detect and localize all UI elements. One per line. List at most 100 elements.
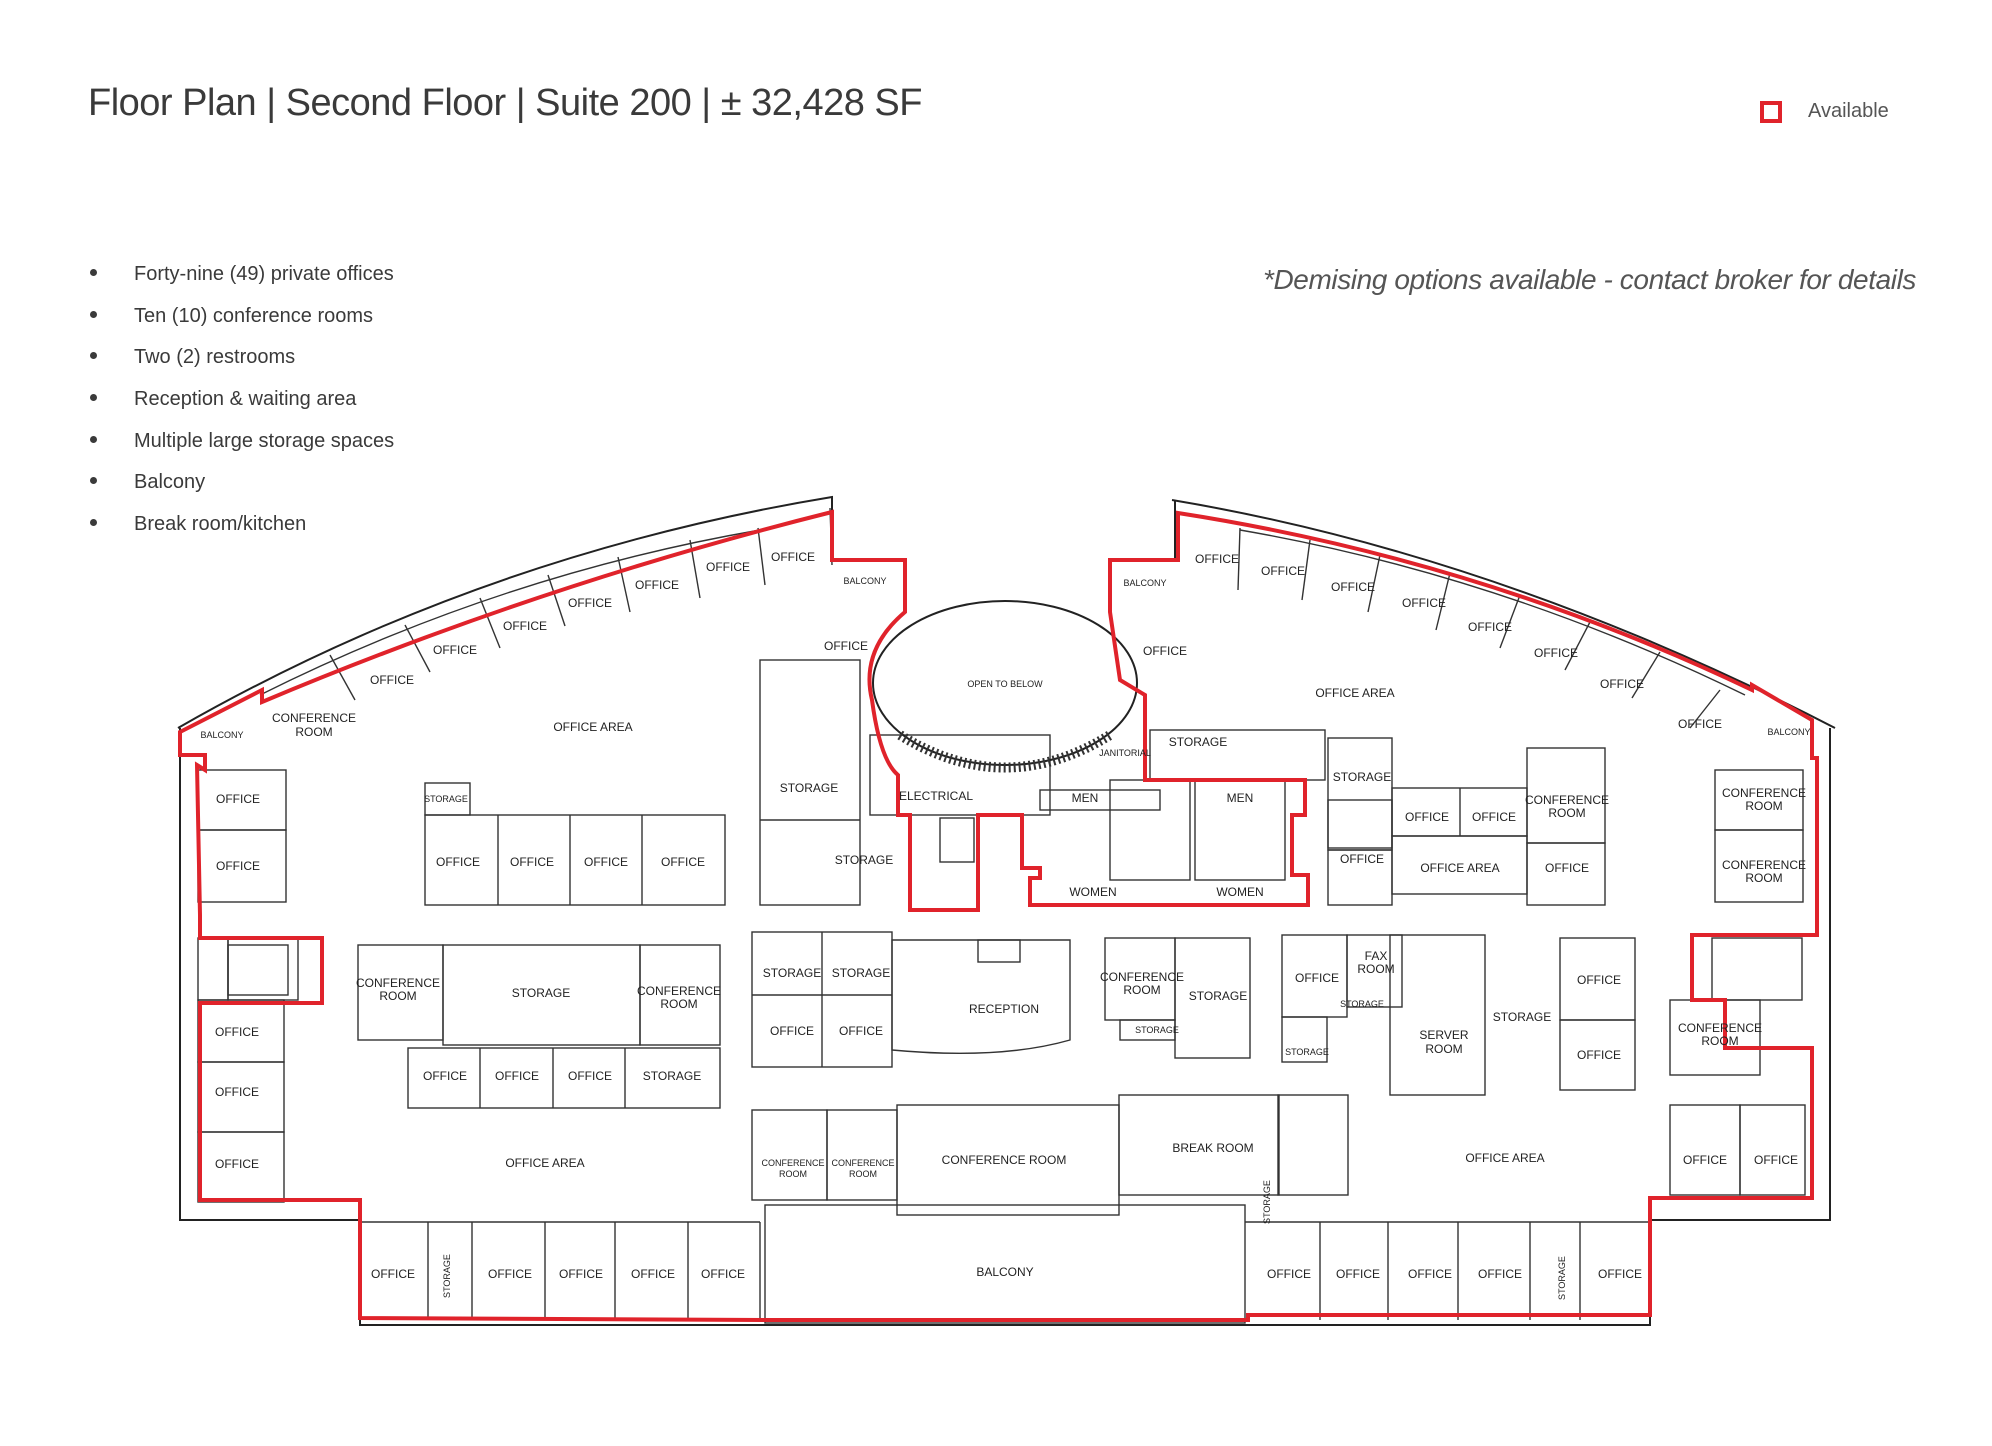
interior-walls [197,507,1806,1324]
room-label: CONFERENCE [1100,970,1184,984]
room-label: OFFICE [1754,1153,1798,1167]
room-label: OFFICE [1331,580,1375,594]
legend: Available [1760,100,1889,123]
room-label: OFFICE [423,1069,467,1083]
room-label: OFFICE [1468,620,1512,634]
room-label: BALCONY [1767,727,1810,737]
room-label: STORAGE [832,966,890,980]
room-label: OFFICE [1195,552,1239,566]
room-label: OFFICE [1261,564,1305,578]
room-label: BALCONY [843,576,886,586]
room-label: ROOM [1425,1042,1462,1056]
room-label: CONFERENCE [356,976,440,990]
room-label: OFFICE [436,855,480,869]
room-label: ROOM [1357,962,1394,976]
room-label: CONFERENCE [831,1158,894,1168]
room-label: OFFICE [701,1267,745,1281]
room-label: ROOM [379,989,416,1003]
room-label: OFFICE [1683,1153,1727,1167]
bullet-icon [90,477,97,485]
room-label: WOMEN [1069,885,1116,899]
room-label: OFFICE [488,1267,532,1281]
available-swatch [1760,100,1782,123]
feature-text: Reception & waiting area [134,388,357,411]
room-label: STORAGE [1262,1180,1272,1224]
room-label: STORAGE [643,1069,701,1083]
bullet-icon [90,269,97,276]
feature-text: Break room/kitchen [134,513,307,536]
room-label: OFFICE AREA [1315,686,1394,700]
feature-item: Forty-nine (49) private offices [88,262,394,304]
room-label: OFFICE [635,578,679,592]
room-label: OFFICE AREA [505,1156,584,1170]
bullet-icon [90,435,97,443]
room-label: OFFICE [770,1024,814,1038]
room-label: ROOM [849,1169,877,1179]
room-label: OFFICE [215,1157,259,1171]
room-label: BALCONY [976,1265,1033,1279]
room-label: OFFICE [1408,1267,1452,1281]
room-label: CONFERENCE [1722,786,1806,800]
room-label: OFFICE [1402,596,1446,610]
room-label: OFFICE [1472,810,1516,824]
room-label: STORAGE [1493,1010,1551,1024]
room-label: OFFICE [433,643,477,657]
bullet-icon [90,310,97,318]
room-label: OFFICE [215,1025,259,1039]
room-label: OFFICE [1143,644,1187,658]
room-label: OFFICE [631,1267,675,1281]
room-label: OFFICE AREA [553,720,632,734]
bullet-icon [90,519,97,527]
room-label: OFFICE [1478,1267,1522,1281]
room-label: STORAGE [1333,770,1391,784]
available-outline [178,509,1819,1322]
room-label: ROOM [1548,806,1585,820]
page-title: Floor Plan | Second Floor | Suite 200 | … [88,82,923,124]
room-label: CONFERENCE ROOM [942,1153,1067,1167]
room-label: OFFICE [1577,973,1621,987]
feature-item: Multiple large storage spaces [88,429,394,471]
room-label: OFFICE AREA [1420,861,1499,875]
room-label: OFFICE [661,855,705,869]
room-label: OFFICE [568,1069,612,1083]
room-label: MEN [1072,791,1099,805]
room-label: ROOM [1123,983,1160,997]
room-label: FAX [1365,949,1388,963]
room-label: OFFICE [503,619,547,633]
bullet-icon [90,352,97,360]
room-label: OFFICE [706,560,750,574]
feature-text: Two (2) restrooms [134,346,296,369]
bullet-icon [90,394,97,402]
room-label: BALCONY [200,730,243,740]
room-label: STORAGE [1285,1047,1329,1057]
room-label: OFFICE [839,1024,883,1038]
feature-text: Forty-nine (49) private offices [134,263,394,285]
atrium-stair [897,730,1113,773]
room-label: STORAGE [442,1254,452,1298]
room-label: CONFERENCE [1525,793,1609,807]
room-labels: OFFICE OFFICE OFFICE OFFICE OFFICE OFFIC… [200,550,1810,1300]
feature-item: Balcony [88,470,394,512]
room-label: OFFICE [215,1085,259,1099]
room-label: OFFICE [559,1267,603,1281]
room-label: OFFICE [510,855,554,869]
room-label: CONFERENCE [761,1158,824,1168]
room-label: OFFICE [1267,1267,1311,1281]
room-label: OFFICE AREA [1465,1151,1544,1165]
feature-item: Two (2) restrooms [88,345,394,387]
room-label: ROOM [1745,871,1782,885]
room-label: STORAGE [1340,999,1384,1009]
room-label: OFFICE [1534,646,1578,660]
room-label: OFFICE [1600,677,1644,691]
room-label: SERVER [1419,1028,1468,1042]
room-label: OFFICE [824,639,868,653]
room-label: STORAGE [835,853,893,867]
room-label: CONFERENCE [272,711,356,725]
room-label: STORAGE [1189,989,1247,1003]
room-label: OFFICE [1340,852,1384,866]
room-label: CONFERENCE [1722,858,1806,872]
room-label: OFFICE [1336,1267,1380,1281]
room-label: ROOM [1701,1034,1738,1048]
